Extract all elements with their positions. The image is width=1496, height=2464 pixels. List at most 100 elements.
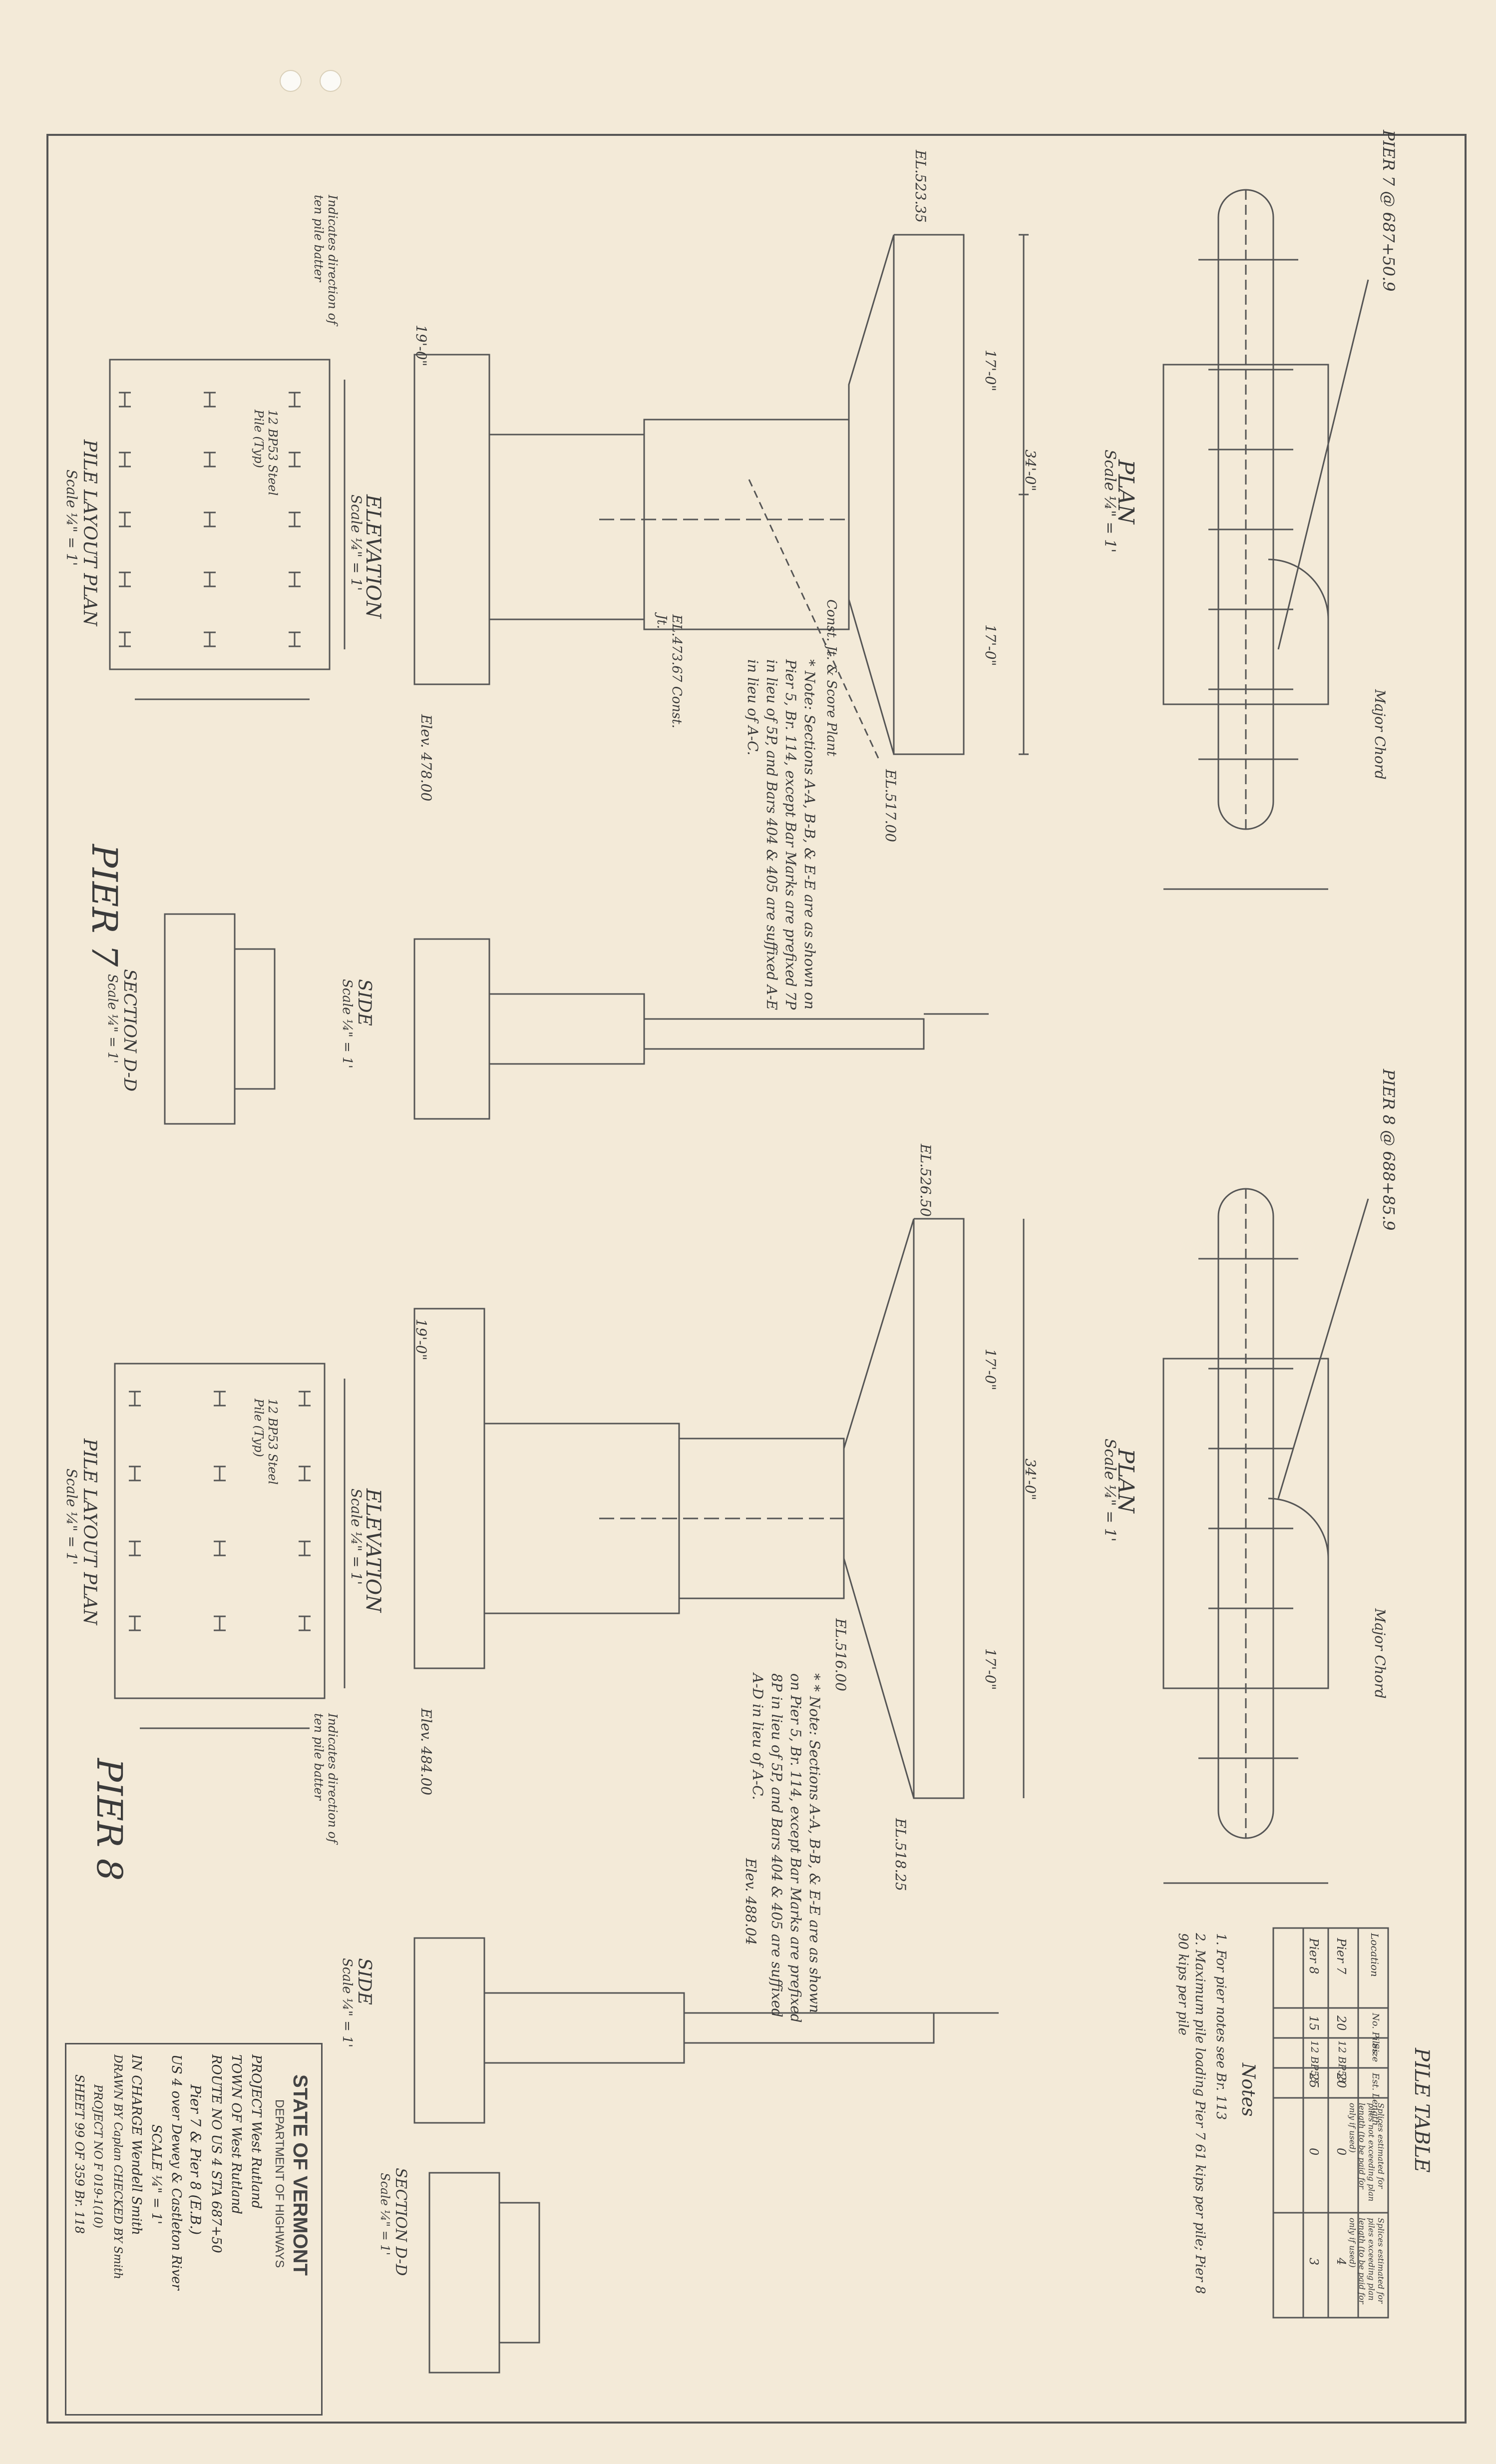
pier8-elev-bottom: Elev. 484.00 (418, 1708, 434, 1796)
pile-symbol (299, 1615, 311, 1631)
pier8-dim-17a: 17'-0" (982, 1349, 999, 1391)
title-sheet: SHEET 99 OF 359 Br. 118 (72, 2074, 86, 2234)
pier8-side-scale: Scale ¼" = 1' (340, 1958, 355, 2048)
pier7-note: * Note: Sections A-A, B-B, & E-E are as … (745, 659, 818, 1010)
pier7-pile-layout-scale: Scale ¼" = 1' (63, 470, 80, 566)
pier8-dim-total: 34'-0" (1022, 1459, 1039, 1500)
pier8-dim-19: 19'-0" (413, 1319, 429, 1361)
pile-table-header-splices-a: Splices estimated for piles not exceedin… (1348, 2103, 1386, 2202)
pile-symbol (129, 1391, 141, 1407)
title-dept: DEPARTMENT OF HIGHWAYS (273, 2099, 286, 2268)
pile-symbol (204, 571, 216, 587)
pile-symbol (214, 1540, 226, 1556)
pier8-elev-side: Elev. 488.04 (743, 1858, 759, 1946)
pier8-pile-note: Indicates direction of ten pile batter (312, 1713, 340, 1843)
pier7-plan-scale: Scale ¼" = 1' (1101, 450, 1119, 553)
pile-table-cell: 20 (1334, 2073, 1348, 2088)
pile-symbol (119, 452, 131, 468)
pier7-elevation-title: ELEVATION (362, 494, 384, 619)
pier8-station: PIER 8 @ 688+85.9 (1379, 1069, 1398, 1231)
notes-item: 2. Maximum pile loading Pier 7 61 kips p… (1175, 1933, 1207, 2294)
pile-symbol (204, 511, 216, 527)
title-scale: SCALE ¼" = 1' (149, 2124, 164, 2225)
pile-table-cell: 0 (1307, 2148, 1321, 2156)
pile-table-cell: Pier 7 (1334, 1938, 1348, 1974)
pier7-pile-note: Indicates direction of ten pile batter (312, 195, 340, 325)
pier8-el-top: EL.526.50 (917, 1144, 934, 1217)
title-block: STATE OF VERMONT DEPARTMENT OF HIGHWAYS … (65, 2043, 323, 2416)
pier7-plan (1162, 189, 1369, 890)
pile-symbol (204, 631, 216, 647)
pier7-el-const: EL.473.67 Const. Jt. (654, 614, 684, 729)
pile-symbol (289, 511, 301, 527)
pile-symbol (214, 1615, 226, 1631)
pier7-major-chord: Major Chord (1372, 689, 1388, 780)
pier8-section-scale: Scale ¼" = 1' (378, 2173, 392, 2256)
pile-symbol (299, 1540, 311, 1556)
pier8-el-bottom: EL.518.25 (892, 1818, 909, 1891)
pile-symbol (204, 452, 216, 468)
pier8-note: * * Note: Sections A-A, B-B, & E-E are a… (749, 1673, 823, 2023)
pile-table-cell: 3 (1307, 2258, 1321, 2266)
pier7-dim-17b: 17'-0" (982, 624, 999, 666)
pier8-el-mid: EL.516.00 (832, 1618, 849, 1691)
title-desc2: US 4 over Dewey & Castleton River (169, 2054, 184, 2290)
pier7-side-title: SIDE (354, 979, 374, 1026)
title-route: ROUTE NO US 4 STA 687+50 (209, 2054, 224, 2253)
pier8-major-chord: Major Chord (1372, 1608, 1388, 1699)
pile-symbol (129, 1466, 141, 1481)
pier7-elevation-scale: Scale ¼" = 1' (348, 494, 365, 591)
pile-table-cell: 20 (1334, 2015, 1348, 2031)
notes-title: Notes (1238, 2063, 1258, 2117)
pier7-side-scale: Scale ¼" = 1' (340, 979, 355, 1069)
pier7-elevation (413, 234, 1029, 760)
pier8-label: PIER 8 (89, 1758, 130, 1881)
pier7-el-bottom: EL.517.00 (882, 769, 899, 842)
pier8-side-title: SIDE (354, 1958, 374, 2005)
pile-symbol (129, 1540, 141, 1556)
pile-table-cell: 15 (1307, 2015, 1321, 2031)
pier8-pile-layout-title: PILE LAYOUT PLAN (79, 1439, 100, 1625)
pier8-section-title: SECTION D-D (392, 2168, 409, 2276)
pile-symbol (119, 392, 131, 408)
pile-table-header-location: Location (1369, 1933, 1381, 1977)
title-project-no: PROJECT NO F 019-1(10) (91, 2084, 104, 2228)
pier7-el-top: EL.523.35 (912, 150, 929, 223)
title-state: STATE OF VERMONT (289, 2074, 311, 2276)
pile-symbol (119, 631, 131, 647)
notes-item: 1. For pier notes see Br. 113 (1213, 1933, 1228, 2120)
pile-table-header-size: Size (1370, 2043, 1381, 2062)
pier8-pile-layout (114, 1363, 346, 1729)
pier7-const-joint: Const. Jt. & Score Plant (824, 599, 839, 757)
pier7-pile-layout (109, 359, 346, 700)
pier7-pile-type: 12 BP53 Steel Pile (Typ) (252, 410, 280, 496)
title-drawn: DRAWN BY Caplan CHECKED BY Smith (111, 2054, 124, 2280)
pier8-elevation-scale: Scale ¼" = 1' (348, 1488, 365, 1585)
pile-symbol (289, 631, 301, 647)
pile-symbol (299, 1466, 311, 1481)
pile-table-title: PILE TABLE (1410, 2048, 1433, 2173)
pier7-station: PIER 7 @ 687+50.9 (1379, 130, 1398, 292)
punch-hole (320, 70, 342, 92)
pile-symbol (129, 1615, 141, 1631)
pier8-side (413, 1937, 999, 2374)
pile-table-grid (1272, 1927, 1389, 2319)
pile-symbol (119, 571, 131, 587)
pier7-section-scale: Scale ¼" = 1' (105, 974, 120, 1064)
pile-table-cell: 25 (1307, 2073, 1321, 2088)
pier7-pile-layout-title: PILE LAYOUT PLAN (79, 440, 100, 626)
pier8-pile-type: 12 BP53 Steel Pile (Typ) (252, 1399, 280, 1485)
pile-table-cell: Pier 8 (1307, 1938, 1321, 1974)
pier8-dim-17b: 17'-0" (982, 1648, 999, 1690)
pile-symbol (214, 1466, 226, 1481)
pier7-dim-19: 19'-0" (413, 325, 429, 367)
pile-table-cell: 0 (1334, 2148, 1348, 2156)
pile-symbol (299, 1391, 311, 1407)
punch-hole (280, 70, 302, 92)
pile-symbol (289, 392, 301, 408)
pier7-side (164, 913, 989, 1125)
pier8-plan-scale: Scale ¼" = 1' (1101, 1439, 1119, 1542)
pier8-elevation-title: ELEVATION (362, 1488, 384, 1613)
